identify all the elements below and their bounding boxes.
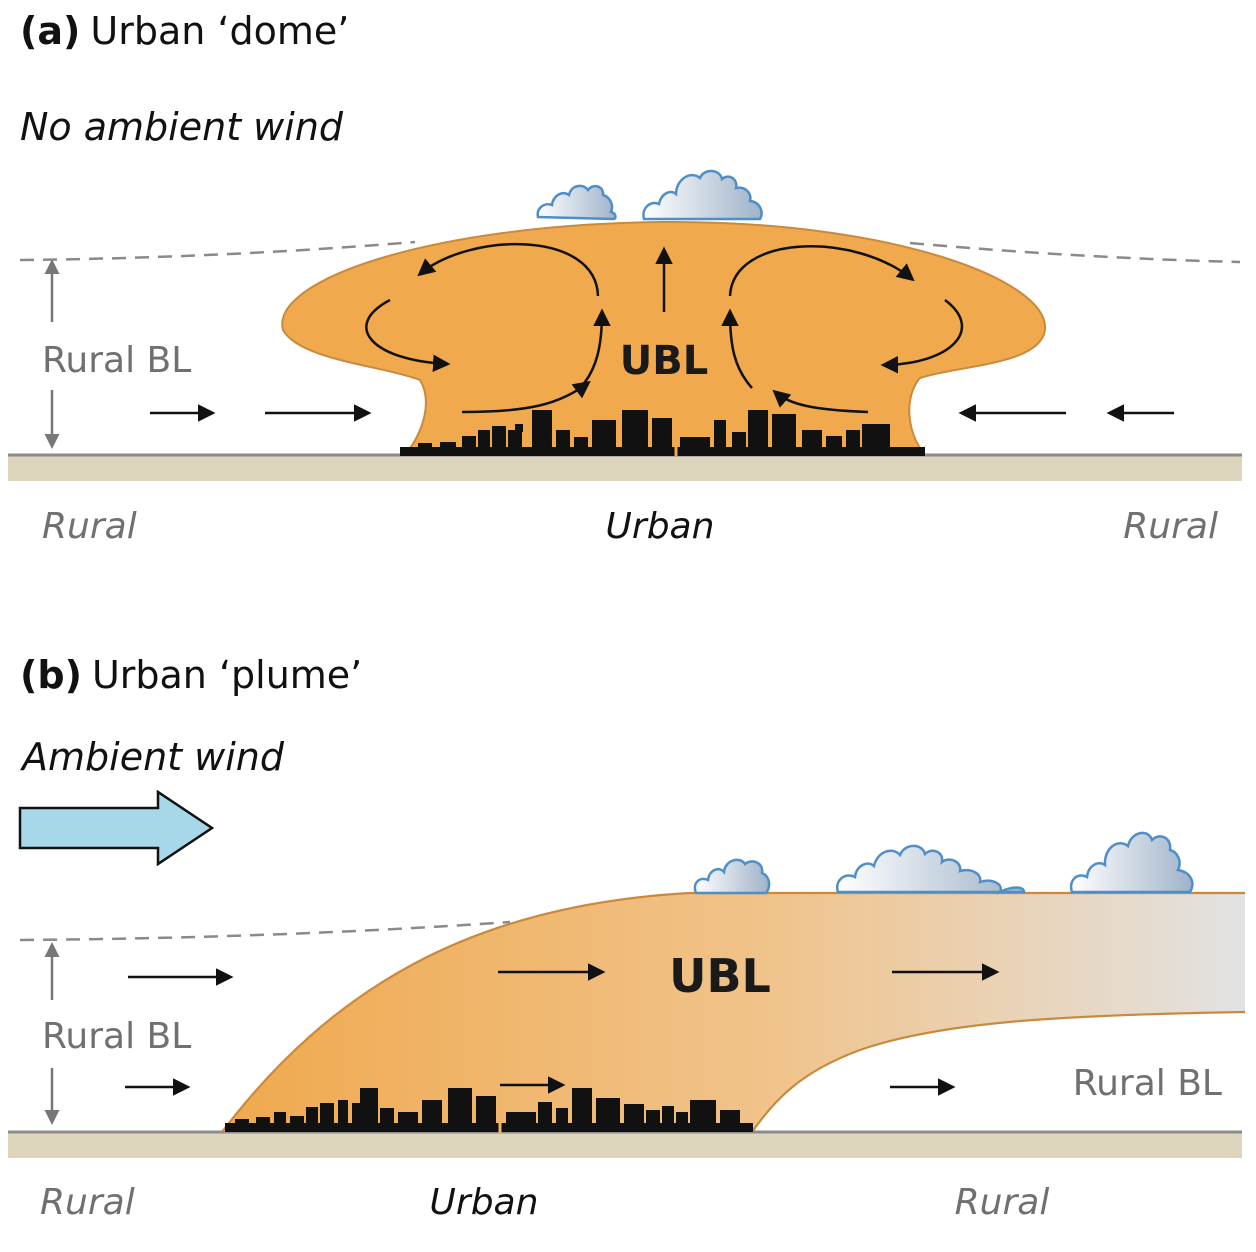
panel-b-subtitle: Ambient wind [19,735,285,779]
rural-label-left: Rural [40,1182,135,1223]
rural-bl-label-left: Rural BL [42,1016,191,1057]
cloud-icon [835,844,1026,895]
urban-label: Urban [430,1182,539,1223]
cloud-icon [1069,831,1194,894]
ground-b [8,1132,1242,1158]
rural-label-left: Rural [42,506,137,547]
rural-bl-label: Rural BL [42,340,191,381]
rural-bl-top-b [19,920,511,942]
city-skyline-b [225,1088,753,1132]
panel-b-title: (b)Urban ‘plume’ [20,653,362,697]
rural-label-right: Rural [1123,506,1218,547]
ubl-label: UBL [620,338,708,384]
ubl-dome [281,220,1047,456]
wind-arrows-b [125,963,1000,1096]
cloud-icon [642,169,763,221]
circulation-arrows-a [150,242,1174,422]
urban-label: Urban [606,506,715,547]
rural-label-right: Rural [955,1182,1050,1223]
ambient-wind-arrow-icon [18,789,215,867]
panel-a: (a)Urban ‘dome’ No ambient wind [8,9,1242,547]
rural-bl-top-left [19,240,416,262]
city-skyline-a [400,410,925,456]
cloud-icon [693,858,771,895]
panel-a-subtitle: No ambient wind [20,105,344,149]
rural-bl-top-right [909,241,1241,264]
ubl-label: UBL [669,949,771,1003]
ground-a [8,455,1242,481]
panel-a-title: (a)Urban ‘dome’ [20,9,349,53]
ubl-plume [222,893,1245,1132]
cloud-icon [536,184,617,221]
rural-bl-label-right: Rural BL [1073,1063,1222,1104]
panel-b: (b)Urban ‘plume’ Ambient wind [8,653,1246,1223]
